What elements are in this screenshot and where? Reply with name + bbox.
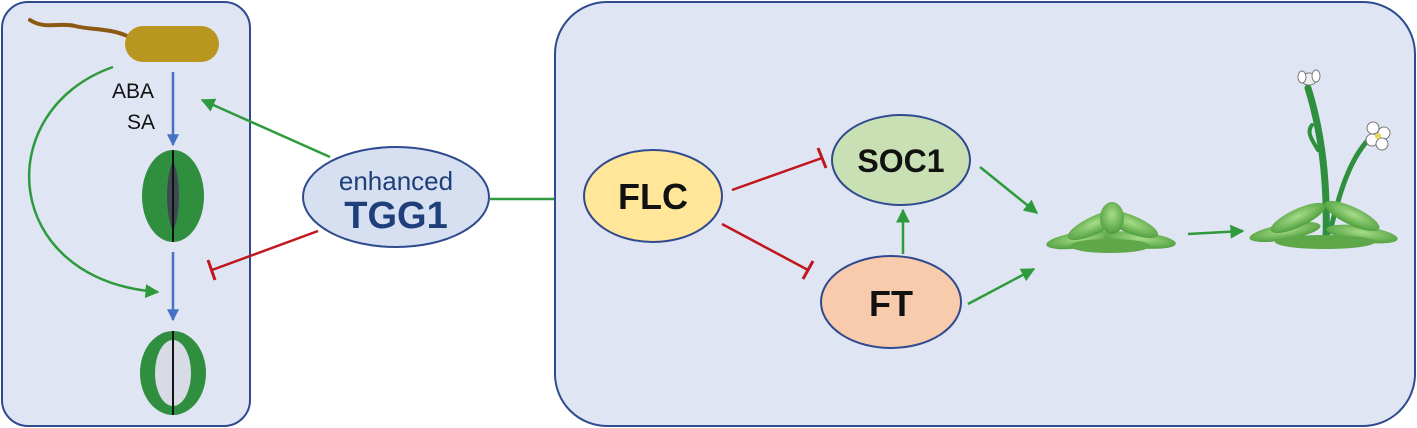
flc-inhibits-ft: [721, 222, 815, 280]
soc1-node: SOC1: [831, 114, 971, 206]
flc-inhibits-soc1: [731, 147, 828, 192]
soc1-to-rosette-arrow: [979, 166, 1039, 214]
bacterium-icon: [28, 18, 219, 62]
aba-label: ABA: [112, 80, 154, 103]
tgg1-to-aba-arrow: [200, 98, 331, 159]
left-panel: [1, 1, 251, 427]
rosette-icon: [1046, 202, 1176, 253]
sa-label: SA: [127, 111, 155, 134]
closed-stoma-icon: [142, 150, 204, 242]
tgg1-inhibits-stomatal-opening: [206, 229, 319, 281]
right-panel: [554, 1, 1416, 427]
rosette-to-flowering-arrow: [1187, 224, 1245, 239]
bacterium-to-open-stoma-arrow: [27, 65, 160, 299]
ft-node: FT: [820, 255, 962, 349]
tgg1-node: enhanced TGG1: [302, 146, 490, 248]
tgg1-line2: TGG1: [344, 195, 447, 237]
tgg1-line1: enhanced: [339, 166, 453, 196]
flowering-plant-icon: [1249, 69, 1398, 249]
soc1-label: SOC1: [857, 143, 944, 179]
open-stoma-icon: [140, 331, 206, 415]
flc-node: FLC: [583, 149, 723, 243]
ft-label: FT: [869, 283, 913, 324]
ft-to-rosette-arrow: [967, 267, 1036, 306]
flc-label: FLC: [618, 176, 688, 217]
